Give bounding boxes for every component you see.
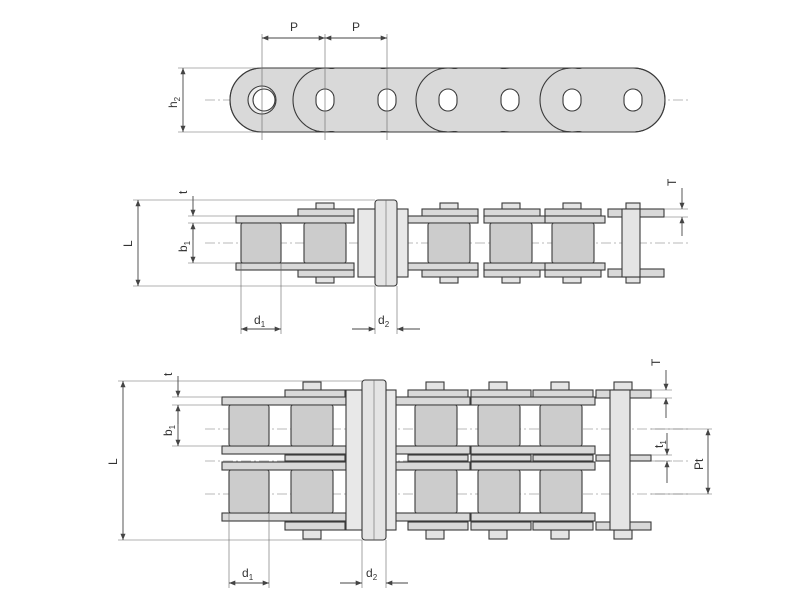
roller-diameter-label-duplex: d1 (242, 566, 254, 582)
duplex-chain-view: L t b1 T t1 (106, 358, 712, 588)
thickness-T-dimension-duplex: T (649, 358, 672, 418)
thickness-T-label-simplex: T (665, 178, 679, 186)
pitch-label-1: P (290, 20, 298, 34)
thickness-t1-dimension-duplex: t1 (651, 433, 672, 483)
roller-diameter-dimension-simplex: d1 (240, 263, 282, 334)
pin-diameter-dimension-duplex: d2 (340, 540, 408, 588)
outer-plates-duplex (284, 389, 652, 531)
pin-diameter-dimension-simplex: d2 (352, 286, 420, 334)
chain-side-view: P P h2 (166, 20, 690, 140)
pin-heads-duplex (302, 381, 633, 540)
end-pin-duplex (609, 389, 631, 531)
transverse-pitch-label: Pt (692, 458, 706, 470)
inner-plates-duplex (221, 396, 596, 522)
inner-width-label-simplex: b1 (176, 240, 192, 252)
connecting-pin-simplex (357, 199, 409, 287)
inner-width-label-duplex: b1 (161, 424, 177, 436)
thickness-t-dimension-duplex: t (161, 372, 222, 424)
length-label-simplex: L (121, 240, 135, 247)
rollers-duplex (228, 404, 583, 514)
transverse-pitch-dimension: Pt (651, 428, 712, 495)
thickness-T-dimension-simplex: T (664, 178, 688, 236)
plate-height-label: h2 (166, 96, 182, 108)
length-label-duplex: L (106, 458, 120, 465)
thickness-t-dimension-simplex: t (176, 190, 236, 240)
connecting-pin-duplex (345, 379, 397, 541)
inner-width-dimension-duplex: b1 (161, 407, 222, 447)
end-pin-simplex (621, 208, 641, 278)
inner-plates-simplex (235, 215, 606, 271)
inner-width-dimension-simplex: b1 (176, 225, 236, 264)
roller-diameter-label-simplex: d1 (254, 313, 266, 329)
pin-diameter-label-duplex: d2 (366, 566, 378, 582)
plate-height-dimension: h2 (166, 67, 262, 133)
pitch-dimension: P P (261, 20, 388, 140)
thickness-T-label-duplex: T (649, 358, 663, 366)
simplex-chain-view: L t b1 T d1 (121, 178, 690, 334)
length-dimension-simplex: L (121, 199, 375, 287)
thickness-t1-label-duplex: t1 (652, 440, 668, 448)
roller-diameter-dimension-duplex: d1 (228, 513, 270, 588)
link-plates (229, 67, 666, 133)
length-dimension-duplex: L (106, 380, 362, 541)
pitch-label-2: P (352, 20, 360, 34)
thickness-t-label-simplex: t (176, 190, 190, 194)
pin-diameter-label-simplex: d2 (378, 313, 390, 329)
thickness-t-label-duplex: t (161, 372, 175, 376)
